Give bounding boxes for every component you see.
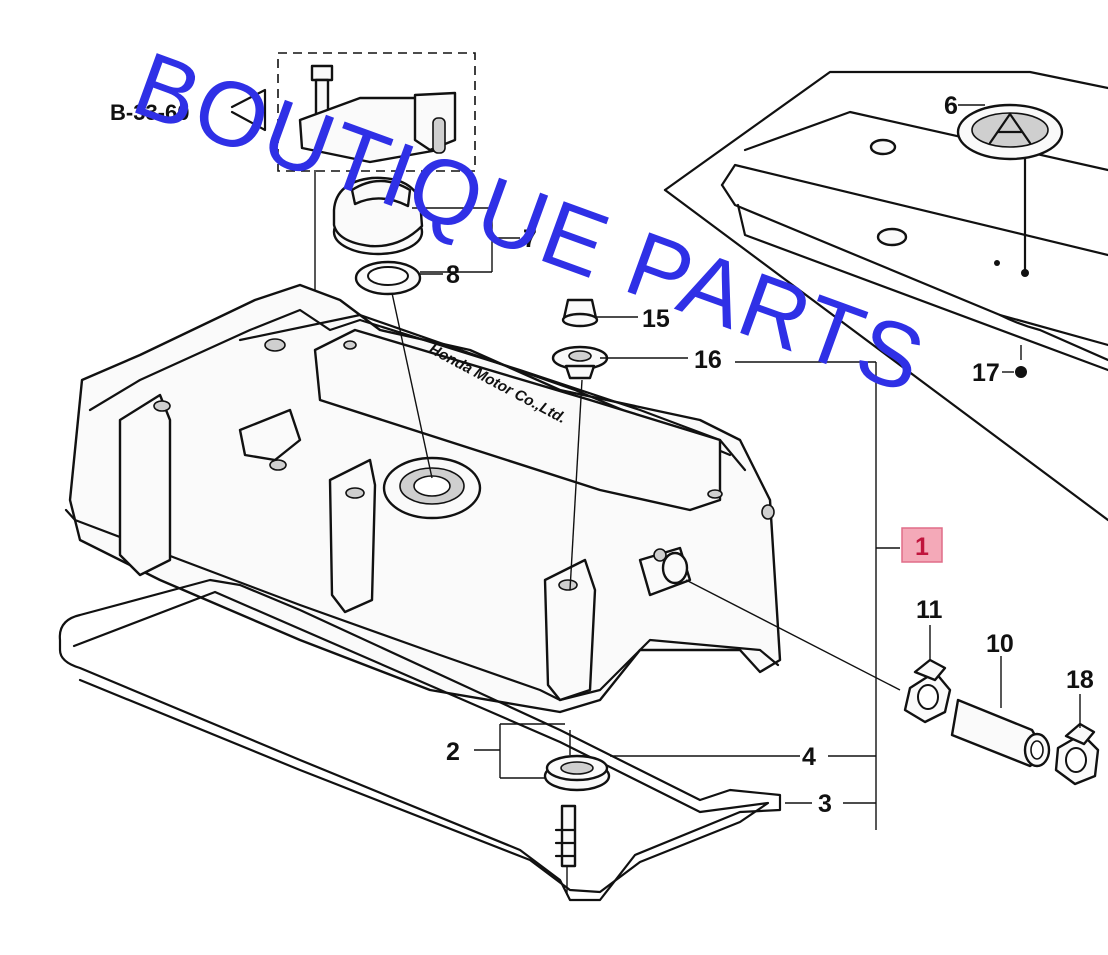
callout-17[interactable]: 17 <box>972 359 1000 387</box>
clamp-11 <box>903 658 952 724</box>
callout-10[interactable]: 10 <box>986 630 1014 658</box>
callout-18[interactable]: 18 <box>1066 666 1094 694</box>
callout-6[interactable]: 6 <box>944 92 958 120</box>
stud-bolt <box>554 730 577 895</box>
grommet-16 <box>551 345 609 380</box>
hose-10 <box>950 698 1051 768</box>
seal-washer <box>543 754 611 792</box>
callout-11[interactable]: 11 <box>916 596 943 624</box>
leader-lines <box>391 104 1081 830</box>
valve-cover: Honda Motor Co.,Ltd. <box>64 283 782 714</box>
clamp-18 <box>1054 722 1100 786</box>
gasket-8 <box>354 260 422 296</box>
bolt-17 <box>1015 345 1027 378</box>
nut-15 <box>561 298 599 328</box>
callout-15[interactable]: 15 <box>642 305 670 333</box>
cover-gasket <box>58 578 782 902</box>
callout-16[interactable]: 16 <box>694 346 722 374</box>
callouts: B-33-60 1 2 3 4 6 7 8 10 11 15 16 17 18 <box>110 92 1094 818</box>
callout-2[interactable]: 2 <box>446 738 460 766</box>
cap-bracket-box <box>230 52 476 295</box>
oil-filler-cap <box>332 176 424 256</box>
callout-8[interactable]: 8 <box>446 261 460 289</box>
emblem <box>956 103 1064 277</box>
highlight-box <box>901 527 943 563</box>
reference-label: B-33-60 <box>110 100 189 125</box>
callout-3[interactable]: 3 <box>818 790 832 818</box>
callout-1[interactable]: 1 <box>915 533 929 561</box>
callout-4[interactable]: 4 <box>802 743 816 771</box>
callout-7[interactable]: 7 <box>523 225 537 253</box>
engine-cover <box>663 70 1108 522</box>
